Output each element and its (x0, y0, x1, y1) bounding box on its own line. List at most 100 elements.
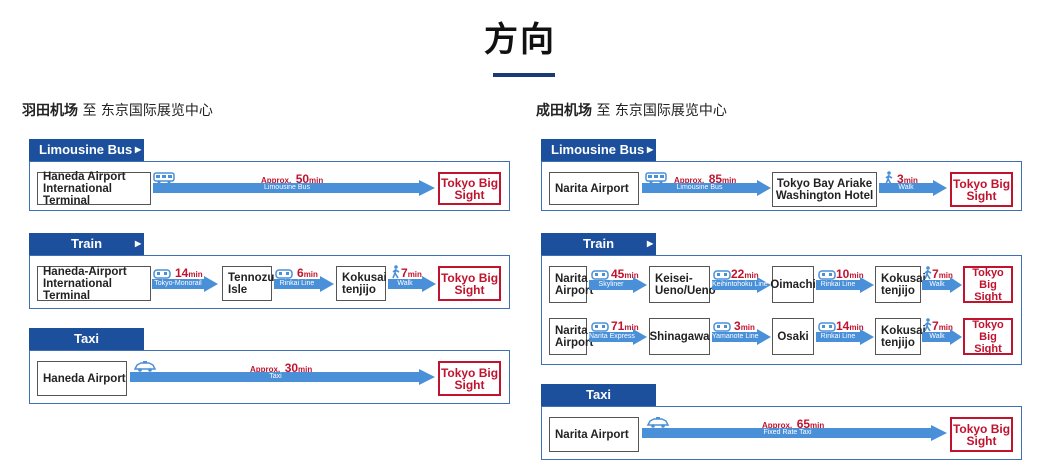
narita-train-row2-leg2-arrow: Yamanote Line (712, 329, 771, 345)
haneda-bus-origin: Haneda Airport International Terminal (37, 171, 151, 207)
haneda-train-leg2-time: 6min (297, 264, 318, 282)
triangle-right-icon: ▶ (135, 239, 142, 248)
time-unit: min (309, 176, 324, 185)
narita-train-row1-leg1-time: 45min (611, 265, 639, 283)
time-number: 7 (932, 267, 939, 281)
time-unit: min (903, 176, 918, 185)
haneda-bus-header-label: Limousine Bus (39, 142, 133, 157)
narita-train-row2-leg1-arrow: Narita Express (589, 329, 647, 345)
narita-train-row2-stop3: Kokusai tenjijo (875, 318, 926, 355)
haneda-train-origin: Haneda-Airport International Terminal (37, 266, 151, 302)
narita-bus-header-label: Limousine Bus (551, 142, 645, 157)
time-number: 7 (932, 319, 939, 333)
narita-taxi-mode: Fixed Rate Taxi (763, 429, 812, 436)
narita-bus-header[interactable]: Limousine Bus ▶ (541, 139, 656, 161)
narita-bus-leg2-arrow: Walk (879, 180, 947, 196)
time-unit: min (188, 270, 203, 279)
time-unit: min (722, 176, 737, 185)
narita-bus-origin: Narita Airport (549, 172, 639, 205)
narita-train-row2-origin: Narita Airport (549, 318, 593, 355)
haneda-train-header[interactable]: Train ▶ (29, 233, 144, 255)
haneda-bus-header[interactable]: Limousine Bus ▶ (29, 139, 144, 161)
haneda-taxi-header-label: Taxi (74, 331, 100, 346)
haneda-heading: 羽田机场 至 东京国际展览中心 (22, 100, 213, 120)
taxi-icon (646, 414, 670, 433)
narita-train-row2-stop2: Osaki (772, 318, 814, 355)
narita-bus-arrow: Limousine Bus (642, 180, 771, 196)
haneda-taxi-header[interactable]: Taxi (29, 328, 144, 350)
narita-train-row2-dest: Tokyo Big Sight (963, 318, 1013, 355)
narita-train-row2-leg4-arrow: Walk (922, 329, 962, 345)
time-number: 71 (611, 319, 625, 333)
triangle-right-icon: ▶ (135, 145, 142, 154)
narita-taxi-header-label: Taxi (586, 387, 612, 402)
narita-train-header-label: Train (583, 236, 615, 251)
narita-train-header[interactable]: Train ▶ (541, 233, 656, 255)
narita-taxi-arrow: Fixed Rate Taxi (642, 425, 947, 441)
narita-train-row2-leg3-mode: Rinkai Line (820, 333, 856, 340)
narita-taxi-origin: Narita Airport (549, 417, 639, 452)
narita-train-row2-leg4-time: 7min (932, 317, 953, 335)
time-prefix: Approx. (250, 365, 281, 374)
time-unit: min (624, 323, 639, 332)
narita-heading-rest: 至 东京国际展览中心 (592, 103, 727, 119)
walk-icon (884, 170, 894, 189)
time-unit: min (624, 271, 639, 280)
narita-taxi-time: Approx. 65min (762, 415, 824, 433)
time-number: 14 (836, 319, 850, 333)
time-number: 6 (297, 266, 304, 280)
time-number: 3 (897, 172, 904, 186)
haneda-bus-time: Approx. 50min (261, 170, 323, 188)
haneda-train-leg3-arrow: Walk (388, 276, 436, 292)
page-title: 方向 (484, 20, 556, 60)
time-number: 22 (731, 267, 745, 281)
narita-train-row2-leg4-mode: Walk (929, 333, 945, 340)
narita-train-row1-dest: Tokyo Big Sight (963, 266, 1013, 303)
haneda-taxi-origin: Haneda Airport (37, 361, 127, 396)
bus-icon (645, 169, 667, 188)
time-number: 14 (175, 266, 189, 280)
narita-train-row1-leg1-mode: Skyliner (598, 281, 624, 288)
haneda-train-stop2: Kokusai tenjijo (336, 266, 387, 301)
haneda-train-leg1-time: 14min (175, 264, 203, 282)
haneda-train-leg2-arrow: Rinkai Line (274, 276, 334, 292)
time-unit: min (744, 271, 759, 280)
narita-train-row2-stop1: Shinagawa (649, 318, 710, 355)
narita-train-row1-leg4-mode: Walk (929, 281, 945, 288)
time-prefix: Approx. (674, 176, 705, 185)
narita-train-row2-leg2-mode: Yamanote Line (712, 333, 759, 340)
narita-train-row1-leg1-arrow: Skyliner (589, 277, 647, 293)
narita-taxi-dest: Tokyo Big Sight (950, 417, 1013, 452)
time-prefix: Approx. (762, 421, 793, 430)
narita-bus-dest: Tokyo Big Sight (950, 172, 1013, 207)
time-number: 10 (836, 267, 850, 281)
narita-train-row2-leg1-mode: Narita Express (589, 333, 635, 340)
narita-train-row1-leg2-mode: Keihintohoku Line (712, 281, 768, 288)
narita-bus-mode: Limousine Bus (676, 184, 723, 191)
haneda-bus-mode: Limousine Bus (264, 184, 310, 191)
taxi-icon (133, 358, 157, 377)
narita-train-row2-leg3-time: 14min (836, 317, 864, 335)
time-number: 7 (401, 266, 408, 280)
narita-train-row1-origin: Narita Airport (549, 266, 593, 303)
narita-train-row1-stop2: Oimachi (770, 266, 816, 303)
haneda-taxi-dest: Tokyo Big Sight (438, 361, 501, 396)
time-number: 50 (295, 172, 310, 186)
narita-train-row1-stop3: Kokusai tenjijo (875, 266, 926, 303)
narita-taxi-header[interactable]: Taxi (541, 384, 656, 406)
time-unit: min (740, 323, 755, 332)
narita-bus-time: Approx. 85min (674, 170, 736, 188)
narita-heading: 成田机场 至 东京国际展览中心 (536, 100, 727, 120)
time-number: 3 (734, 319, 741, 333)
title-underline (493, 73, 555, 77)
haneda-train-header-label: Train (71, 236, 103, 251)
narita-train-row1-leg3-time: 10min (836, 265, 864, 283)
time-prefix: Approx. (261, 176, 292, 185)
time-number: 65 (796, 417, 811, 431)
haneda-bus-arrow: Limousine Bus (153, 180, 435, 196)
time-unit: min (810, 421, 825, 430)
haneda-taxi-time: Approx. 30min (250, 359, 312, 377)
time-unit: min (938, 323, 953, 332)
narita-heading-bold: 成田机场 (536, 103, 592, 119)
narita-train-row1-leg4-time: 7min (932, 265, 953, 283)
